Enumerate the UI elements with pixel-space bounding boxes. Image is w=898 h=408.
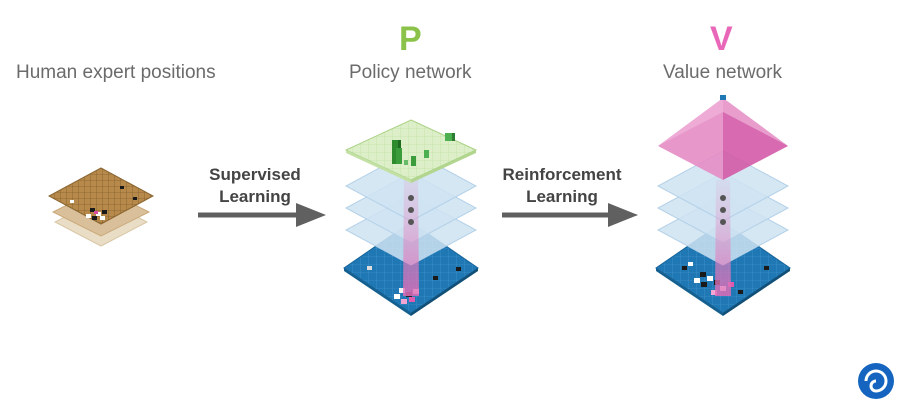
policy-network-label: Policy network: [349, 62, 472, 83]
value-beam: [715, 180, 731, 296]
value-dots: [720, 195, 726, 225]
policy-probability-bars: [392, 133, 455, 166]
policy-beam: [403, 170, 419, 296]
supervised-learning-arrow: [198, 203, 326, 227]
policy-letter: P: [399, 20, 422, 58]
supervised-learning-label: Supervised Learning: [200, 164, 310, 208]
reinforcement-label-line1: Reinforcement: [502, 165, 622, 184]
policy-network-stack: [343, 119, 479, 316]
reinforcement-learning-arrow: [502, 203, 638, 227]
human-expert-boards: [47, 167, 155, 247]
supervised-label-line1: Supervised: [209, 165, 301, 184]
deepmind-logo-icon: [858, 363, 894, 399]
value-output-pyramid: [658, 95, 788, 180]
value-letter: V: [710, 20, 733, 58]
policy-output-board: [344, 119, 478, 181]
human-expert-label: Human expert positions: [16, 62, 216, 83]
policy-dots: [408, 195, 414, 225]
supervised-label-line2: Learning: [219, 187, 291, 206]
go-stones-human: [70, 186, 137, 220]
value-network-stack: [655, 95, 791, 316]
reinforcement-label-line2: Learning: [526, 187, 598, 206]
value-network-label: Value network: [663, 62, 782, 83]
reinforcement-learning-label: Reinforcement Learning: [494, 164, 630, 208]
wood-board-top: [47, 167, 155, 225]
